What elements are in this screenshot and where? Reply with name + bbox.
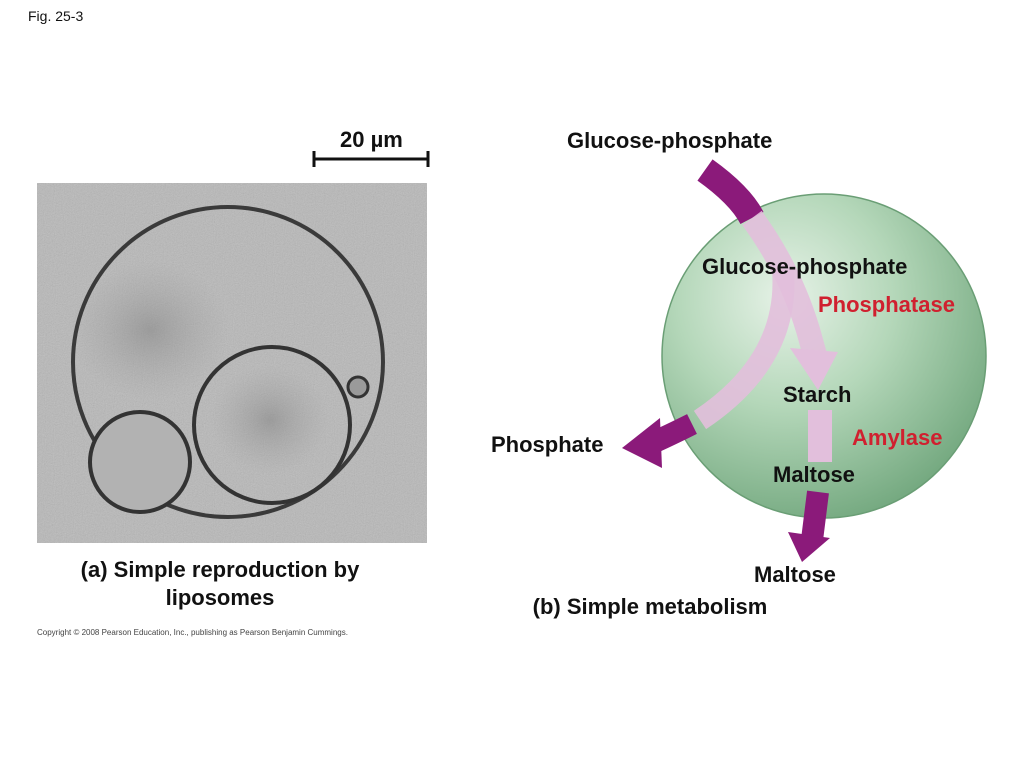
copyright-notice: Copyright © 2008 Pearson Education, Inc.… bbox=[37, 628, 348, 637]
scale-bar bbox=[312, 151, 430, 167]
phosphate-label: Phosphate bbox=[491, 432, 604, 457]
maltose-exit-arrow bbox=[801, 490, 829, 542]
phosphatase-label: Phosphatase bbox=[818, 292, 955, 317]
maltose-outside-label: Maltose bbox=[754, 562, 836, 587]
maltose-arrowhead bbox=[788, 532, 830, 562]
caption-a-line1: (a) Simple reproduction by bbox=[80, 557, 360, 582]
scale-bar-label: 20 µm bbox=[340, 127, 403, 152]
starch-label: Starch bbox=[783, 382, 852, 407]
tiny-liposome bbox=[346, 375, 370, 399]
maltose-inside-label: Maltose bbox=[773, 462, 855, 487]
caption-a-line2: liposomes bbox=[165, 585, 275, 610]
liposome-micrograph bbox=[37, 183, 427, 543]
medium-liposome bbox=[192, 345, 352, 505]
glucose-phosphate-outside-label: Glucose-phosphate bbox=[567, 128, 773, 153]
large-liposome bbox=[71, 205, 385, 519]
glucose-phosphate-entry-arrow bbox=[697, 159, 764, 225]
glucose-phosphate-inside-label: Glucose-phosphate bbox=[702, 254, 908, 279]
phosphate-inside-path bbox=[693, 269, 795, 430]
starch-arrowhead bbox=[790, 348, 838, 390]
amylase-label: Amylase bbox=[852, 425, 943, 450]
phosphate-arrowhead bbox=[622, 418, 662, 468]
caption-a: (a) Simple reproduction by liposomes bbox=[40, 556, 400, 612]
caption-b: (b) Simple metabolism bbox=[532, 594, 768, 619]
starch-to-maltose-bar bbox=[808, 410, 832, 462]
figure-label: Fig. 25-3 bbox=[28, 8, 84, 24]
small-liposome bbox=[88, 410, 192, 514]
